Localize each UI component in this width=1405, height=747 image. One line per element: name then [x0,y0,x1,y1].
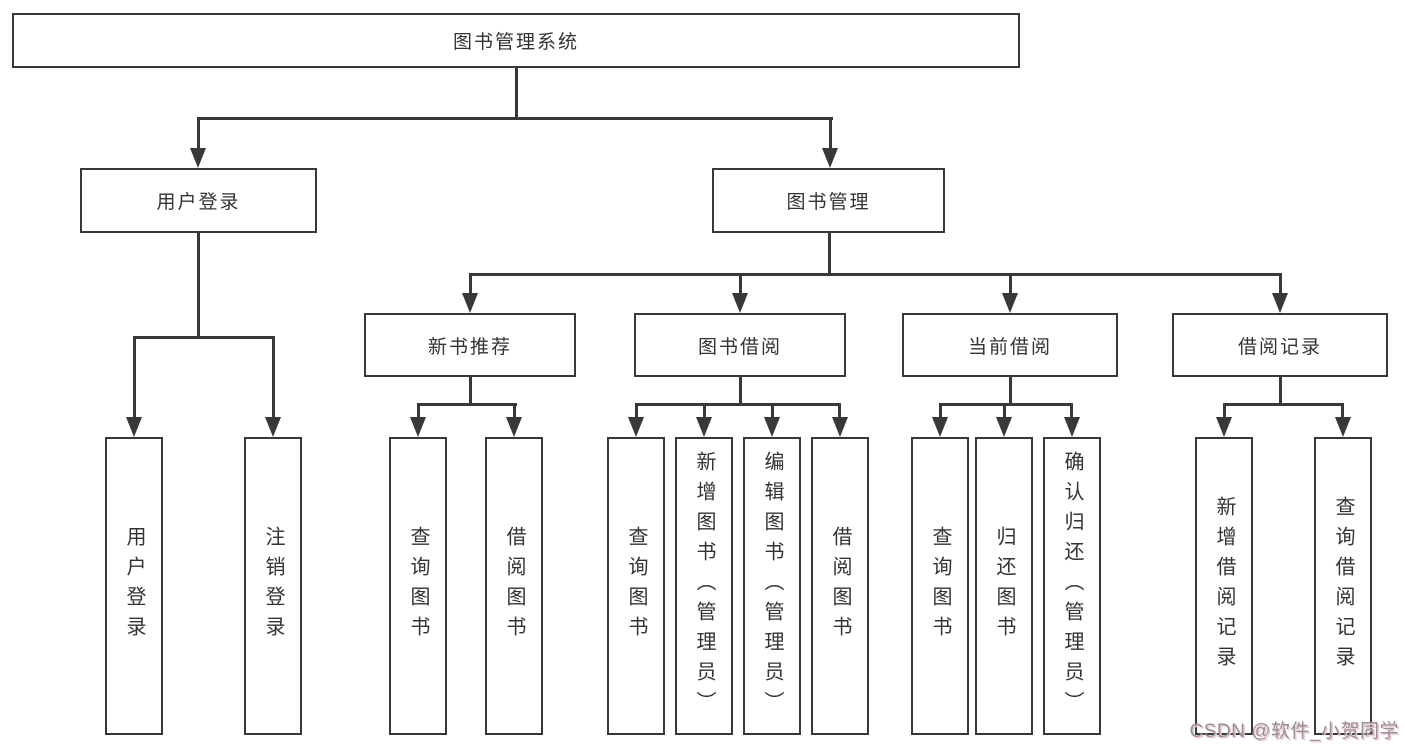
connector-line [739,273,742,297]
connector-line [272,336,275,420]
leaf-label: 查询借阅记录 [1332,496,1354,676]
connector-line [1009,377,1012,406]
connector-line [939,403,942,420]
node-book-borrowing: 图书借阅 [634,313,846,377]
leaf-label: 借阅图书 [829,526,851,646]
node-book-management: 图书管理 [712,168,945,233]
leaf-logout: 注销登录 [244,437,302,735]
node-library-management-system: 图书管理系统 [12,13,1020,68]
connector-line [515,66,518,120]
connector-line [703,403,706,420]
connector-line [635,403,638,420]
arrowhead-down-icon [410,417,426,437]
connector-line [469,273,472,297]
leaf-label: 查询图书 [929,526,951,646]
connector-line [197,117,833,120]
connector-line [771,403,774,420]
arrowhead-down-icon [932,417,948,437]
connector-line [513,403,516,420]
leaf-label: 查询图书 [407,526,429,646]
connector-line [469,377,472,406]
connector-line [1223,403,1344,406]
node-user-login: 用户登录 [80,168,317,233]
connector-line [838,403,841,420]
connector-line [1009,273,1012,297]
leaf-edit-books-admin: 编辑图书（管理员） [743,437,801,735]
connector-line [1341,403,1344,420]
arrowhead-down-icon [265,417,281,437]
arrowhead-down-icon [462,293,478,313]
leaf-confirm-return-admin: 确认归还（管理员） [1043,437,1101,735]
leaf-borrow-books: 借阅图书 [485,437,543,735]
arrowhead-down-icon [126,417,142,437]
leaf-add-borrow-record: 新增借阅记录 [1195,437,1253,735]
leaf-query-books: 查询图书 [607,437,665,735]
connector-line [417,403,420,420]
arrowhead-down-icon [1335,417,1351,437]
node-label: 借阅记录 [1237,336,1322,358]
arrowhead-down-icon [732,293,748,313]
leaf-label: 编辑图书（管理员） [761,451,783,721]
connector-line [1279,273,1282,297]
connector-line [469,273,1282,276]
arrowhead-down-icon [1216,417,1232,437]
leaf-query-borrow-record: 查询借阅记录 [1314,437,1372,735]
connector-line [197,233,200,339]
connector-line [1279,377,1282,406]
leaf-label: 新增图书（管理员） [693,451,715,721]
connector-line [417,403,517,406]
connector-line [739,377,742,406]
connector-line [635,403,841,406]
node-borrowing-records: 借阅记录 [1172,313,1388,377]
arrowhead-down-icon [1064,417,1080,437]
arrowhead-down-icon [822,148,838,168]
connector-line [133,336,275,339]
leaf-query-books: 查询图书 [911,437,969,735]
csdn-watermark: CSDN @软件_小贺同学 [1189,721,1399,742]
leaf-label: 借阅图书 [503,526,525,646]
connector-line [1070,403,1073,420]
arrowhead-down-icon [764,417,780,437]
connector-line [829,117,832,152]
leaf-add-books-admin: 新增图书（管理员） [675,437,733,735]
leaf-label: 确认归还（管理员） [1061,451,1083,721]
arrowhead-down-icon [506,417,522,437]
node-label: 图书管理 [786,192,871,213]
arrowhead-down-icon [628,417,644,437]
leaf-query-books: 查询图书 [389,437,447,735]
node-label: 当前借阅 [967,336,1052,358]
leaf-label: 注销登录 [262,526,284,646]
leaf-user-login: 用户登录 [105,437,163,735]
node-label: 图书借阅 [697,336,782,358]
node-label: 新书推荐 [427,336,512,358]
leaf-return-books: 归还图书 [975,437,1033,735]
leaf-label: 用户登录 [123,526,145,646]
connector-line [828,233,831,276]
connector-line [1003,403,1006,420]
connector-line [133,336,136,420]
node-label: 用户登录 [156,192,241,213]
node-new-book-recommendation: 新书推荐 [364,313,576,377]
connector-line [939,403,1073,406]
arrowhead-down-icon [996,417,1012,437]
arrowhead-down-icon [190,148,206,168]
arrowhead-down-icon [1002,293,1018,313]
connector-line [197,117,200,152]
node-current-borrowing: 当前借阅 [902,313,1118,377]
leaf-label: 归还图书 [993,526,1015,646]
leaf-borrow-books: 借阅图书 [811,437,869,735]
leaf-label: 新增借阅记录 [1213,496,1235,676]
arrowhead-down-icon [696,417,712,437]
leaf-label: 查询图书 [625,526,647,646]
connector-line [1223,403,1226,420]
arrowhead-down-icon [832,417,848,437]
arrowhead-down-icon [1272,293,1288,313]
node-label: 图书管理系统 [452,32,579,53]
